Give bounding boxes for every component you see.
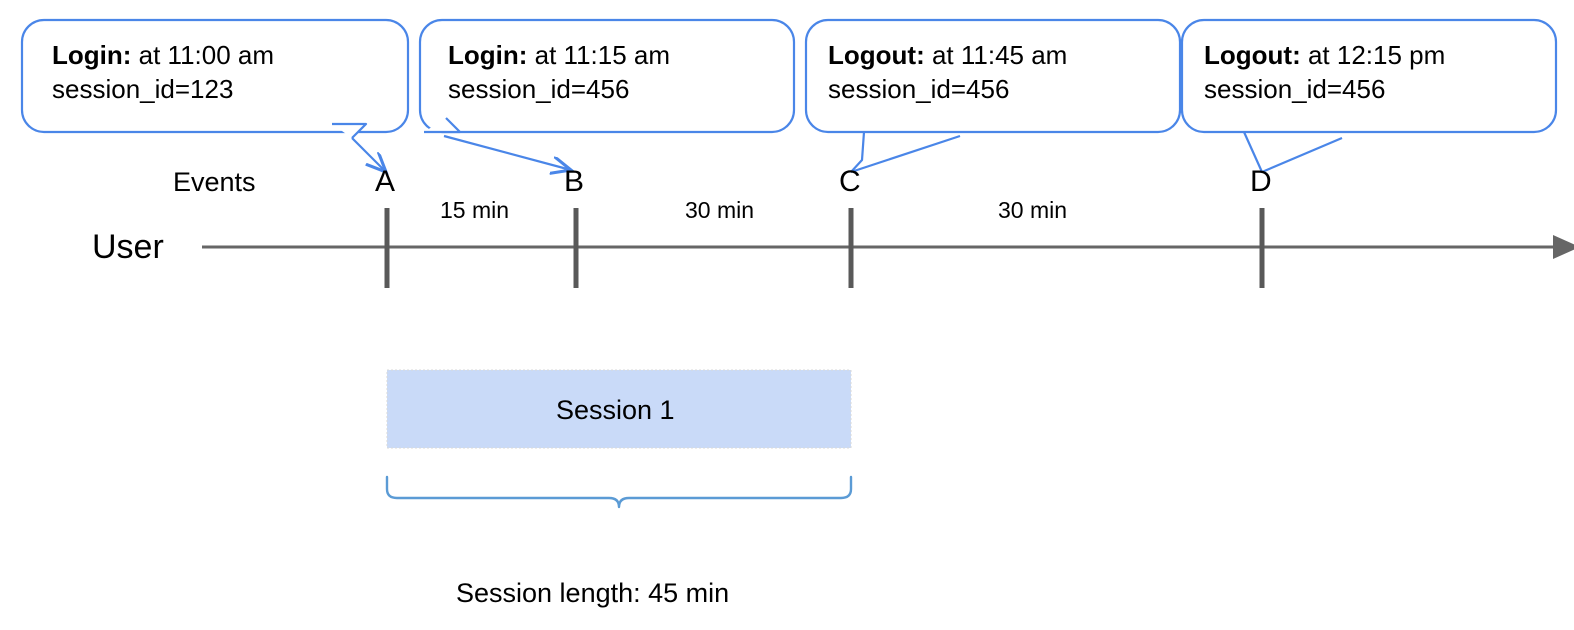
- session-bar: [386, 369, 852, 449]
- callout-b-line2: session_id=456: [448, 74, 630, 104]
- callout-b-line1: Login: at 11:15 am: [448, 38, 670, 72]
- callout-a-text: Login: at 11:00 am session_id=123: [52, 38, 274, 106]
- callout-d-time: at 12:15 pm: [1300, 40, 1446, 70]
- callout-leader-d: [1242, 131, 1343, 174]
- callout-b-time: at 11:15 am: [527, 40, 671, 70]
- gap-label-bc: 30 min: [685, 197, 755, 223]
- callout-a-lead: Login:: [52, 40, 132, 70]
- callout-bubble-a: [20, 18, 410, 139]
- callout-b-text: Login: at 11:15 am session_id=456: [448, 38, 670, 106]
- callout-leader-b: [443, 134, 571, 170]
- callout-c-text: Logout: at 11:45 am session_id=456: [828, 38, 1067, 106]
- row-label-user: User: [92, 228, 164, 266]
- callout-a-line1: Login: at 11:00 am: [52, 38, 274, 72]
- callout-bubble-d: [1180, 18, 1558, 134]
- callout-leader-c: [850, 131, 866, 173]
- marker-label-c: C: [839, 165, 861, 198]
- gap-label-cd: 30 min: [998, 197, 1068, 223]
- callout-c-line1: Logout: at 11:45 am: [828, 38, 1067, 72]
- callout-d-lead: Logout:: [1204, 40, 1301, 70]
- session-bar-label: Session 1: [556, 395, 675, 425]
- marker-label-d: D: [1250, 165, 1272, 198]
- session-length-caption: Session length: 45 min: [456, 578, 730, 608]
- callout-a-time: at 11:00 am: [131, 40, 275, 70]
- callout-bubble-b: [418, 18, 796, 134]
- gap-label-ab: 15 min: [440, 197, 510, 223]
- callout-b-lead: Login:: [448, 40, 528, 70]
- row-label-events: Events: [173, 167, 256, 197]
- marker-label-a: A: [375, 165, 396, 198]
- session-brace: [385, 475, 853, 509]
- callout-leader-a: [351, 137, 386, 172]
- callout-d-line1: Logout: at 12:15 pm: [1204, 38, 1445, 72]
- callout-c-lead: Logout:: [828, 40, 925, 70]
- callout-leader-c-inner: [850, 134, 961, 174]
- callout-c-time: at 11:45 am: [924, 40, 1068, 70]
- callout-bubble-c: [804, 18, 1182, 134]
- marker-label-b: B: [564, 165, 585, 198]
- callout-d-text: Logout: at 12:15 pm session_id=456: [1204, 38, 1445, 106]
- callout-c-line2: session_id=456: [828, 74, 1010, 104]
- callout-d-line2: session_id=456: [1204, 74, 1386, 104]
- callout-a-line2: session_id=123: [52, 74, 234, 104]
